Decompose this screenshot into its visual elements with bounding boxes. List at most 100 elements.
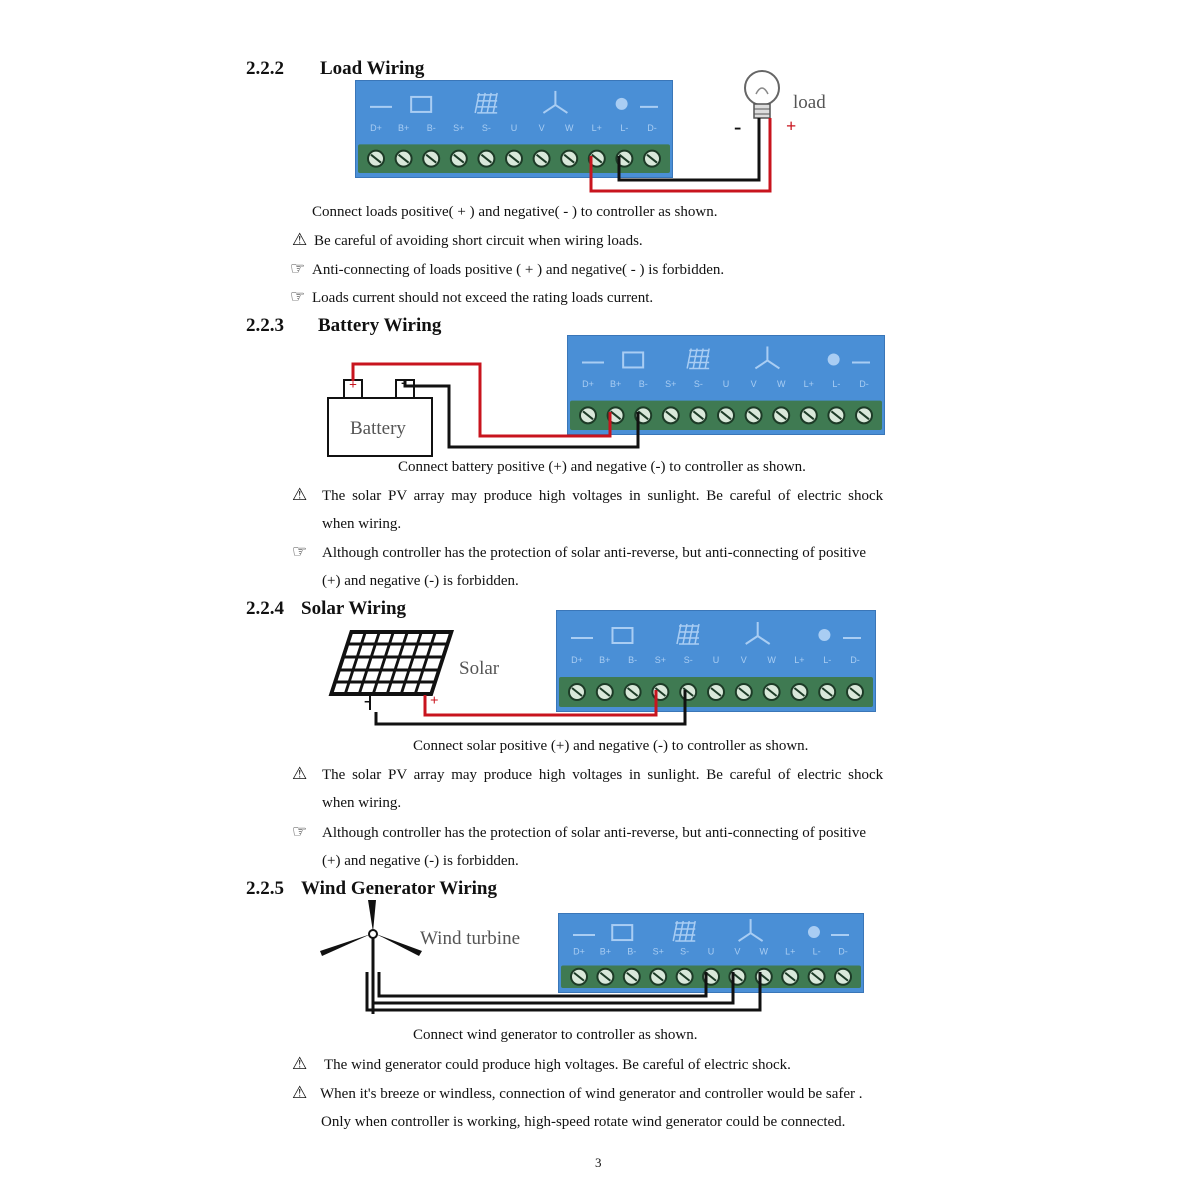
solar-panel-icon <box>672 920 696 942</box>
screw-terminal <box>855 406 873 425</box>
screw-terminal <box>834 967 852 986</box>
warning-triangle-icon: ⚠ <box>292 764 308 783</box>
battery-label: Battery <box>350 418 406 439</box>
screw-terminal <box>790 683 809 701</box>
terminal-label: B+ <box>600 947 611 957</box>
load-label: load <box>793 92 826 113</box>
screw-terminal <box>781 967 800 986</box>
wind-turbine-icon <box>738 919 764 942</box>
light-bulb-icon <box>744 70 780 119</box>
lamp-icon <box>615 97 628 110</box>
screw-terminal <box>702 967 720 986</box>
terminal-label: S+ <box>453 123 464 133</box>
section-title: Solar Wiring <box>301 598 407 619</box>
terminal-label: D+ <box>370 123 382 133</box>
terminal-label: B- <box>628 655 637 665</box>
terminal-label: S+ <box>653 947 664 957</box>
terminal-label: V <box>741 655 747 665</box>
solar-panel-icon <box>686 348 710 370</box>
solar-negative-sign: - <box>364 690 370 710</box>
terminal-label: L- <box>823 655 831 665</box>
terminal-label: L+ <box>794 655 804 665</box>
section-number: 2.2.2 <box>246 58 284 79</box>
warning-triangle-icon: ⚠ <box>292 230 308 249</box>
load-positive-sign: + <box>786 116 797 136</box>
terminal-label: S+ <box>665 379 676 389</box>
screw-terminal <box>634 406 653 425</box>
terminal-label: W <box>767 655 776 665</box>
note-item: ⚠Be careful of avoiding short circuit wh… <box>292 230 643 249</box>
terminal-label: S- <box>694 379 703 389</box>
pointing-hand-icon: ☞ <box>292 542 308 561</box>
screw-terminal <box>689 406 708 425</box>
battery-caption: Connect battery positive (+) and negativ… <box>398 459 806 475</box>
note-item: ☞Loads current should not exceed the rat… <box>290 287 654 306</box>
screw-terminal <box>799 406 818 425</box>
screw-terminal <box>606 406 625 425</box>
battery-positive-sign: + <box>349 378 357 393</box>
terminal-label: B- <box>427 123 436 133</box>
terminal-label: L+ <box>592 123 602 133</box>
lamp-icon <box>807 926 820 939</box>
screw-terminal <box>579 406 597 425</box>
screw-terminal <box>651 683 670 701</box>
terminal-label: D- <box>850 655 860 665</box>
screw-terminal <box>717 406 735 425</box>
wind-turbine-icon <box>754 346 780 370</box>
note-item: ⚠The solar PV array may produce high vol… <box>292 764 884 783</box>
terminal-label: U <box>511 123 518 133</box>
controller-icons <box>582 346 870 370</box>
terminal-label: D- <box>647 123 657 133</box>
page-number: 3 <box>595 1155 602 1170</box>
terminal-label: L- <box>832 379 840 389</box>
pointing-hand-icon: ☞ <box>290 287 306 306</box>
section-number: 2.2.3 <box>246 315 284 336</box>
solar-positive-sign: + <box>430 693 439 709</box>
section-title: Battery Wiring <box>318 315 442 336</box>
screw-terminal <box>595 683 614 701</box>
battery-icon <box>622 351 645 369</box>
section-title: Load Wiring <box>320 58 425 79</box>
screw-terminal <box>422 149 441 168</box>
terminal-label: B- <box>639 379 648 389</box>
lamp-icon <box>818 629 831 641</box>
controller-icons <box>573 919 849 942</box>
note-continuation: (+) and negative (-) is forbidden. <box>322 573 519 589</box>
battery-icon <box>327 379 433 457</box>
solar-panel-icon <box>676 623 700 645</box>
screw-terminal <box>643 149 661 168</box>
screw-terminal <box>734 683 753 701</box>
note-item: ☞Although controller has the protection … <box>292 542 867 561</box>
terminal-label: V <box>734 947 740 957</box>
terminal-label: D+ <box>573 947 585 957</box>
screw-terminal <box>623 683 642 701</box>
note-continuation: (+) and negative (-) is forbidden. <box>322 853 519 869</box>
section-title: Wind Generator Wiring <box>301 878 498 899</box>
note-item: ☞Anti-connecting of loads positive ( + )… <box>290 259 725 278</box>
wind-turbine-icon <box>745 622 771 645</box>
screw-terminal <box>744 406 763 425</box>
load-caption: Connect loads positive( + ) and negative… <box>312 204 718 220</box>
screw-terminal <box>728 967 747 986</box>
screw-terminal <box>661 406 680 425</box>
battery-icon <box>410 95 433 113</box>
terminal-label: L+ <box>785 947 795 957</box>
terminal-label: W <box>565 123 574 133</box>
warning-triangle-icon: ⚠ <box>292 1083 308 1102</box>
terminal-label: S- <box>482 123 491 133</box>
terminal-label: L- <box>620 123 628 133</box>
screw-terminal <box>532 149 551 168</box>
terminal-label: S- <box>684 655 693 665</box>
terminal-label: B+ <box>398 123 409 133</box>
terminal-label: U <box>723 379 730 389</box>
terminal-label: U <box>713 655 720 665</box>
controller-icons <box>370 90 658 114</box>
screw-terminal <box>846 683 864 701</box>
